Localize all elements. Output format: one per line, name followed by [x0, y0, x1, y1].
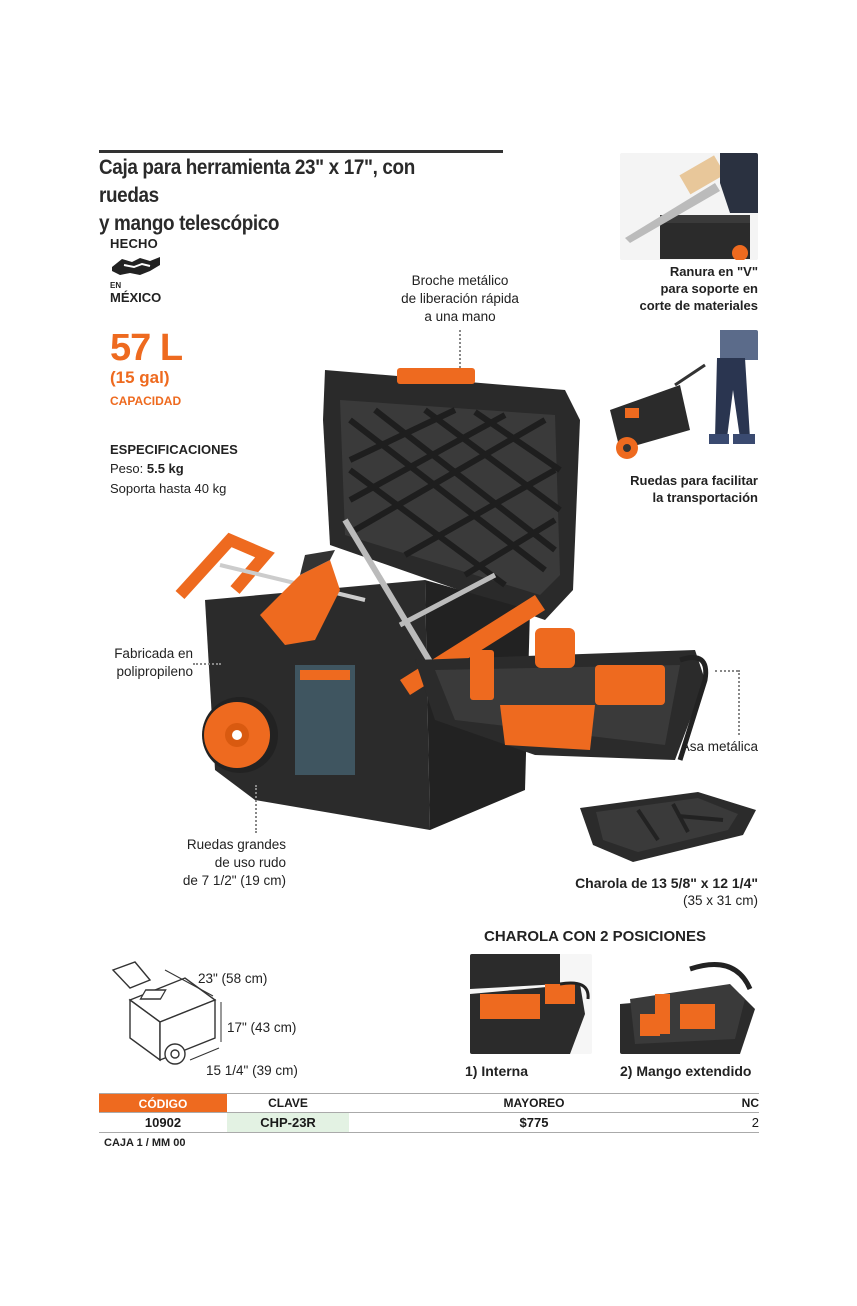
dimension-drawing: [111, 961, 222, 1065]
cell-mayoreo: $775: [519, 1115, 549, 1130]
callout-material: Fabricada en polipropileno: [114, 646, 193, 679]
product-table: CÓDIGO CLAVE MAYOREO NC 10902 CHP-23R $7…: [99, 1093, 759, 1133]
header-codigo: CÓDIGO: [99, 1094, 227, 1112]
table-row: 10902 CHP-23R $775 2: [99, 1113, 759, 1133]
tray-position-2: 2) Mango extendido: [620, 1063, 752, 1079]
tray-positions-heading: CHAROLA CON 2 POSICIONES: [484, 928, 706, 945]
header-mayoreo: MAYOREO: [503, 1096, 565, 1110]
handle-leader-h: [715, 670, 738, 672]
specs-heading: ESPECIFICACIONES: [110, 442, 238, 457]
cell-clave: CHP-23R: [227, 1113, 349, 1132]
capacity-gallons: (15 gal): [110, 368, 170, 387]
callout-handle: Asa metálica: [680, 739, 758, 754]
latch-icon: [397, 368, 475, 384]
made-in-mexico-badge: HECHO EN MÉXICO: [110, 236, 162, 305]
callout-latch: Broche metálico de liberación rápida a u…: [401, 273, 519, 324]
callout-transport: Ruedas para facilitar la transportación: [630, 473, 758, 505]
footer-caja: CAJA 1 / MM 00: [104, 1137, 186, 1149]
callout-tray-size: Charola de 13 5/8" x 12 1/4": [575, 875, 758, 891]
capacity-liters: 57 L: [110, 327, 183, 369]
header-clave: CLAVE: [268, 1096, 308, 1110]
spec-weight: Peso: 5.5 kg: [110, 461, 184, 476]
cell-nc: 2: [751, 1115, 759, 1130]
wheels-leader: [255, 785, 257, 833]
table-header: CÓDIGO CLAVE MAYOREO NC: [99, 1093, 759, 1113]
tray-position-1: 1) Interna: [465, 1063, 529, 1079]
callout-wheels: Ruedas grandes de uso rudo de 7 1/2" (19…: [182, 837, 286, 888]
title-rule: [99, 150, 503, 153]
header-nc: NC: [741, 1096, 759, 1110]
dim-width: 15 1/4" (39 cm): [206, 1063, 298, 1078]
callout-vslot: Ranura en "V" para soporte en corte de m…: [639, 264, 758, 313]
capacity-label: CAPACIDAD: [110, 394, 182, 408]
vslot-photo: [620, 153, 758, 260]
cell-codigo: 10902: [144, 1115, 182, 1130]
latch-leader: [459, 330, 461, 368]
product-title: Caja para herramienta 23" x 17", con rue…: [99, 156, 415, 235]
spec-load: Soporta hasta 40 kg: [110, 481, 227, 496]
toolbox-main-image: [175, 368, 709, 830]
handshake-icon: [112, 257, 160, 275]
metal-handle-icon: [677, 655, 709, 761]
callout-tray-size-cm: (35 x 31 cm): [682, 893, 758, 908]
tray-extended-photo: [620, 954, 758, 1054]
tray-internal-photo: [470, 954, 592, 1054]
dim-length: 23" (58 cm): [198, 971, 268, 986]
tray-image: [580, 792, 756, 862]
handle-leader: [738, 670, 740, 735]
material-leader: [193, 663, 221, 665]
transport-photo: [605, 330, 758, 460]
product-label: [295, 665, 355, 775]
dim-height: 17" (43 cm): [227, 1020, 297, 1035]
